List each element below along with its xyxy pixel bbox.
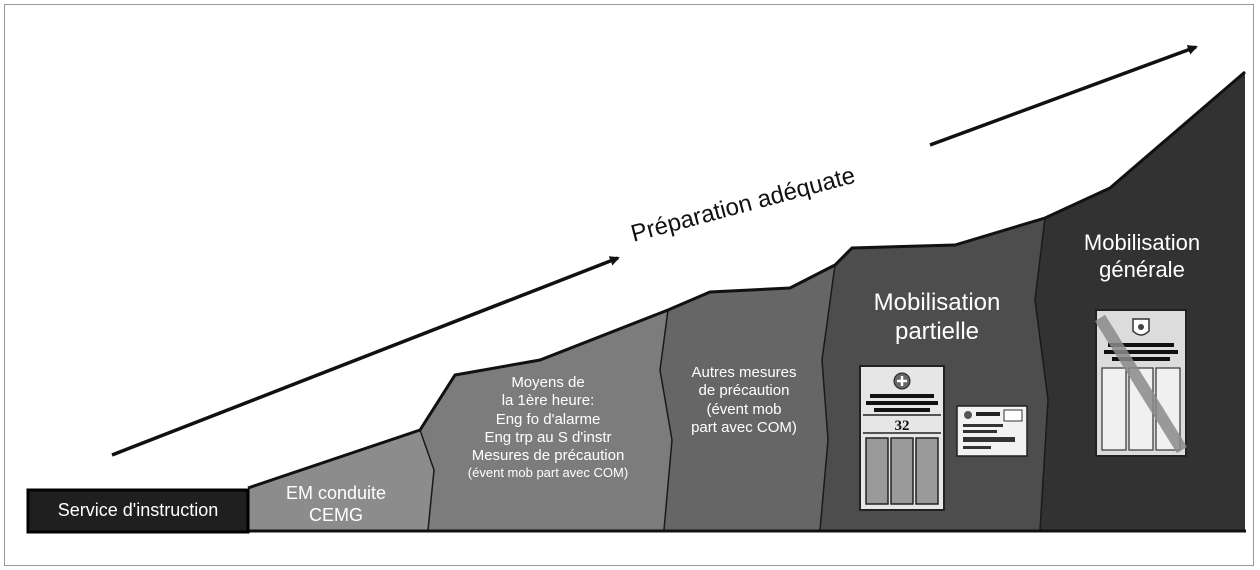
mobilisation-partielle-label: Mobilisation partielle: [873, 289, 1001, 346]
diagram-title: Préparation adéquate: [628, 162, 858, 248]
mobilisation-poster: [1094, 309, 1188, 457]
stage-mobilisation-generale: [1035, 72, 1245, 530]
service-box: [26, 488, 250, 534]
stage-autres-mesures: [660, 265, 835, 530]
arrow-left: [111, 256, 620, 457]
mobilisation-card: [859, 365, 945, 511]
stage-moyens: [420, 310, 672, 530]
mobilisation-generale-label: Mobilisation générale: [1083, 230, 1201, 282]
divider-4: [1034, 217, 1049, 531]
arrow-right: [929, 45, 1198, 147]
autres-mesures-label: Autres mesures de précaution (évent mob …: [691, 364, 797, 436]
moyens-label: Moyens de la 1ère heure: Eng fo d'alarme…: [467, 374, 629, 481]
divider-2: [659, 309, 673, 531]
service-label: Service d'instruction: [57, 500, 219, 520]
card-number: 32: [895, 418, 910, 434]
escalation-outline: [247, 70, 1246, 490]
stage-em-conduite: [248, 430, 434, 530]
divider-3: [819, 264, 836, 531]
em-conduite-label: EM conduite CEMG: [285, 483, 387, 525]
divider-1: [419, 429, 435, 531]
mobilisation-ticket: [956, 405, 1028, 457]
